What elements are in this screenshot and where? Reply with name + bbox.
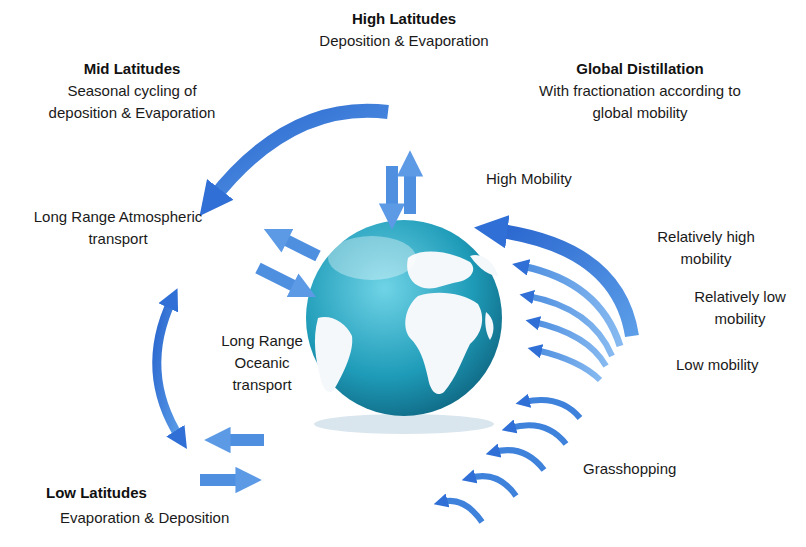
continent (407, 252, 473, 289)
globe (306, 220, 502, 434)
globe-sphere (306, 220, 502, 416)
exchange-arrow (220, 434, 264, 446)
hop-arrow (494, 450, 544, 470)
hop-arrow (524, 400, 580, 418)
mobility-arrows (494, 230, 632, 380)
diagram-label: Seasonal cycling of deposition & Evapora… (32, 80, 232, 124)
hop-arrow (470, 476, 516, 496)
region-heading: Global Distillation (540, 58, 740, 80)
diagram-label: High Mobility (486, 168, 606, 190)
diagram-label: Long Range Atmospheric transport (28, 206, 208, 250)
region-heading: Low Latitudes (46, 482, 206, 504)
exchange-arrow (386, 166, 398, 214)
exchange-arrow (278, 236, 318, 256)
exchange-arrow (200, 474, 246, 486)
continent (405, 293, 482, 394)
diagram-label: Grasshopping (583, 458, 713, 480)
diagram-label: Evaporation & Deposition (60, 507, 280, 529)
exchange-arrow (258, 268, 302, 290)
hop-arrow (510, 425, 566, 444)
diagram-label: With fractionation according to global m… (520, 80, 760, 124)
exchange-arrow (404, 166, 416, 214)
transport-arrows (157, 111, 410, 480)
diagram-label: Low mobility (676, 354, 796, 376)
cycle-arrow (212, 111, 388, 200)
diagram-label: Deposition & Evaporation (289, 30, 519, 52)
hop-arrow (442, 501, 482, 522)
region-heading: Mid Latitudes (52, 58, 212, 80)
continent (315, 317, 352, 392)
mobility-swoosh (536, 350, 600, 380)
continent (485, 312, 493, 340)
cycle-arrow (157, 300, 180, 438)
globe-highlight (328, 236, 416, 280)
continent (470, 255, 498, 276)
diagram-label: Relatively high mobility (641, 226, 771, 270)
globe-shadow (314, 414, 494, 434)
grasshopping-arrows (442, 400, 580, 522)
diagram-label: Relatively low mobility (685, 286, 795, 330)
region-heading: High Latitudes (304, 8, 504, 30)
diagram-label: Long Range Oceanic transport (212, 330, 312, 396)
